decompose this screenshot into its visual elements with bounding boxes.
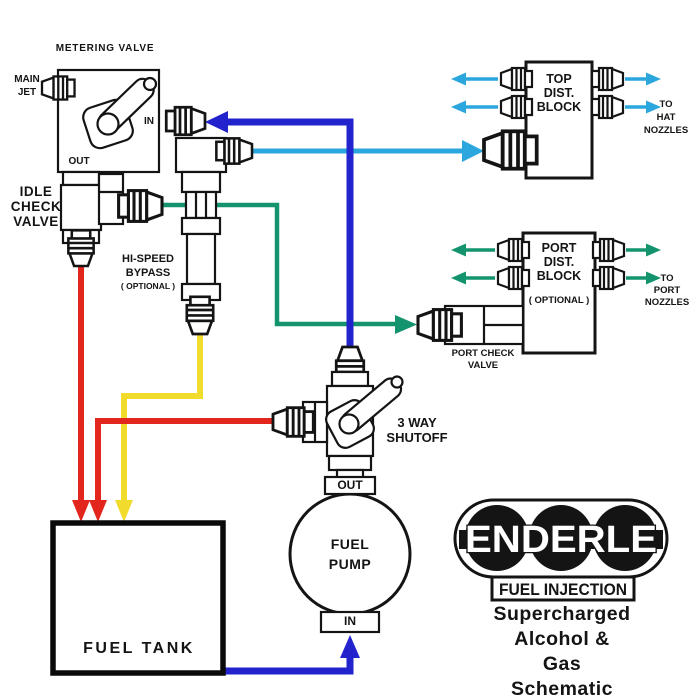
port-check-valve (416, 304, 525, 346)
bypass-optional-label: ( OPTIONAL ) (120, 281, 176, 291)
shutoff-left-fitting (271, 406, 315, 438)
metering-in-label: IN (144, 116, 154, 127)
main-jet-fitting (40, 75, 76, 101)
idle-side-fitting (117, 189, 164, 223)
yellow-arrow-into-tank (115, 500, 133, 522)
idle-check-valve-label: IDLE CHECK VALVE (10, 184, 62, 229)
enderle-logo: ENDERLE FUEL INJECTION (453, 498, 669, 602)
green-arrow-into-port-check (395, 315, 417, 334)
red-arrow-into-tank-1 (72, 500, 90, 522)
main-jet-label: MAIN JET (14, 74, 40, 98)
tee-fitting (174, 136, 254, 174)
hi-speed-bypass-label: HI-SPEED BYPASS (122, 253, 174, 279)
idle-check-valve (59, 170, 164, 268)
top-dist-block (482, 60, 625, 180)
port-dist-block-label: PORT DIST. BLOCK (536, 241, 582, 283)
cyan-arrow-into-top-block (462, 140, 484, 162)
logo-brand-text: ENDERLE (465, 519, 657, 561)
fuel-pump (288, 475, 412, 634)
metering-valve-label: METERING VALVE (55, 43, 155, 54)
pump-in-label: IN (344, 614, 356, 628)
blue-arrow-into-pump (340, 635, 360, 658)
bypass-outlet-fitting (185, 295, 215, 336)
pump-out-port (323, 475, 377, 496)
port-optional-label: ( OPTIONAL ) (528, 295, 590, 306)
blue-feed-line (205, 111, 354, 353)
blue-tank-to-pump-line (220, 635, 360, 675)
yellow-bypass-return-line (115, 332, 203, 522)
port-check-inlet-fitting (416, 308, 463, 342)
metering-out-label: OUT (68, 156, 90, 167)
fuel-tank (50, 520, 226, 676)
port-check-valve-label: PORT CHECK VALVE (451, 348, 515, 371)
pump-out-label: OUT (337, 478, 363, 492)
top-block-nozzle-arrows (451, 72, 661, 114)
logo-sub-box (490, 575, 636, 602)
red-arrow-into-tank-2 (89, 500, 107, 522)
three-way-shutoff-label: 3 WAY SHUTOFF (386, 415, 448, 445)
cyan-top-dist-line (252, 140, 484, 162)
cyan-takeoff-fitting (215, 137, 254, 165)
schematic-tagline: Supercharged Alcohol & Gas Schematic (493, 603, 631, 700)
red-shutoff-return-line (89, 418, 273, 522)
blue-arrow-into-metering-valve (205, 111, 228, 133)
logo-sub-text: FUEL INJECTION (499, 581, 627, 599)
hi-speed-bypass (180, 170, 222, 336)
port-dist-block (496, 231, 626, 355)
metering-in-fitting (164, 105, 207, 137)
to-port-nozzles-label: TO PORT NOZZLES (644, 273, 690, 308)
idle-outlet-fitting (67, 229, 95, 268)
top-block-inlet-fitting (482, 129, 539, 171)
port-block-nozzle-arrows (451, 243, 661, 285)
green-port-dist-line (160, 202, 417, 334)
fuel-tank-label: FUEL TANK (83, 640, 195, 657)
to-hat-nozzles-label: TO HAT NOZZLES (643, 99, 689, 136)
metering-valve (40, 68, 207, 174)
red-idle-return-line (72, 258, 90, 522)
fuel-pump-label: FUEL PUMP (328, 536, 372, 572)
three-way-shutoff (271, 345, 404, 480)
pump-in-port (319, 610, 381, 634)
top-dist-block-label: TOP DIST. BLOCK (536, 72, 582, 114)
